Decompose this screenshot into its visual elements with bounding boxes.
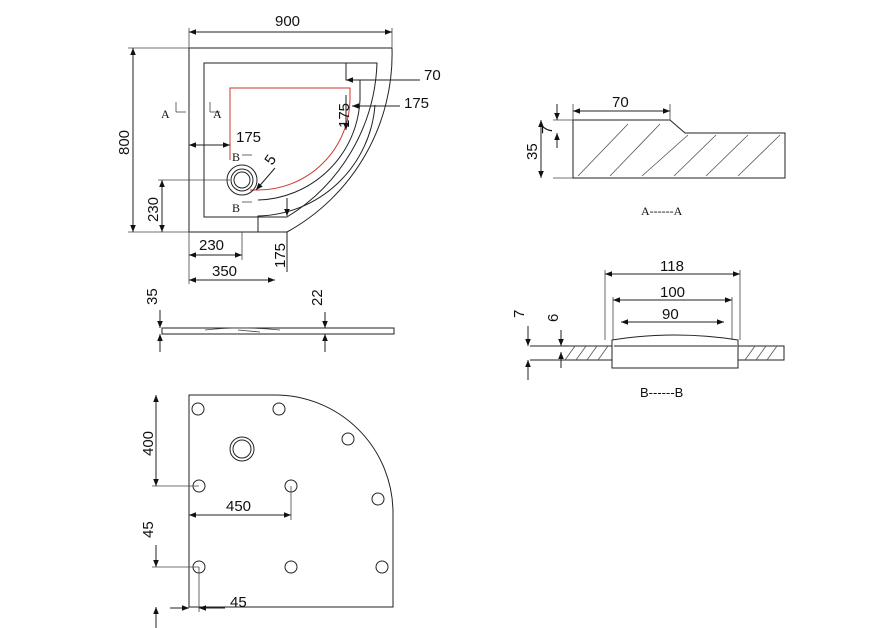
section-b-b: 118 100 90 7 6 B------B <box>511 258 785 400</box>
section-b-dim-7: 7 <box>511 310 528 318</box>
section-a-dim-7: 7 <box>539 126 556 134</box>
dim-35-side: 35 <box>144 288 161 305</box>
side-view: 35 22 <box>144 288 395 352</box>
section-b-dim-6: 6 <box>545 314 562 322</box>
bottom-view: 400 450 45 45 <box>140 394 394 628</box>
dim-230-vertical: 230 <box>145 197 162 222</box>
section-b-caption: B------B <box>640 385 683 400</box>
section-b-right-floor <box>738 345 785 361</box>
dim-70-top: 70 <box>424 67 441 84</box>
bottom-outline <box>188 394 394 608</box>
section-mark-a-left: A <box>161 107 170 121</box>
support-feet <box>191 402 389 574</box>
dim-45-vertical: 45 <box>140 521 157 538</box>
section-b-dim-90: 90 <box>662 306 679 323</box>
center-drain-hole <box>229 436 255 462</box>
rim-arc-inner <box>257 80 361 201</box>
section-b-dim-100: 100 <box>660 284 685 301</box>
tray-outer-outline <box>188 47 393 233</box>
dim-175-vertical: 175 <box>336 103 353 128</box>
dim-800: 800 <box>116 130 133 155</box>
section-a-caption: A------A <box>641 204 683 218</box>
tray-inner-outline <box>203 62 378 218</box>
section-a-dim-70: 70 <box>612 94 629 111</box>
dim-175-left: 175 <box>236 129 261 146</box>
section-mark-b-top: B <box>232 150 240 164</box>
dim-900: 900 <box>275 13 300 30</box>
dim-350: 350 <box>212 263 237 280</box>
dim-450: 450 <box>226 498 251 515</box>
section-a-a: 70 7 35 A------A <box>524 94 786 218</box>
section-a-dim-35: 35 <box>524 143 541 160</box>
section-mark-a-right: A <box>213 107 222 121</box>
dim-400: 400 <box>140 431 157 456</box>
rim-line-1 <box>345 63 377 81</box>
rim-arc-outer <box>257 104 376 232</box>
section-b-drain-body <box>611 334 739 369</box>
dim-45-horizontal: 45 <box>230 594 247 611</box>
dim-230-horizontal: 230 <box>199 237 224 254</box>
top-view: 5 A A B B 900 800 70 175 175 <box>116 13 441 284</box>
section-b-dim-118: 118 <box>660 258 684 275</box>
dim-22-side: 22 <box>309 289 326 306</box>
dim-175-right: 175 <box>404 95 429 112</box>
section-a-profile <box>572 119 786 179</box>
basin-outline[interactable] <box>229 87 351 191</box>
side-profile <box>161 327 395 335</box>
radius-label: 5 <box>261 152 280 169</box>
drain[interactable] <box>226 164 258 196</box>
dim-175-bottom: 175 <box>272 243 289 268</box>
section-mark-b-bottom: B <box>232 201 240 215</box>
